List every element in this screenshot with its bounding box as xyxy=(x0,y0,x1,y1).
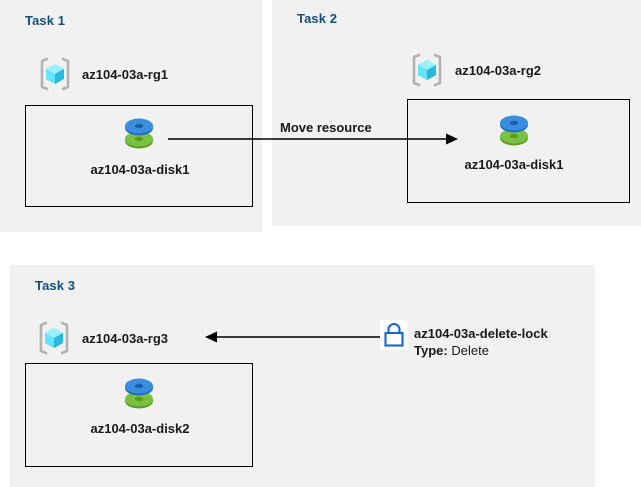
panel-task-2 xyxy=(272,0,641,226)
resource-group-label: az104-03a-rg1 xyxy=(82,67,168,82)
lock-icon xyxy=(380,320,408,350)
task-3-title: Task 3 xyxy=(35,278,76,293)
resource-group-icon xyxy=(36,320,72,356)
move-resource-label: Move resource xyxy=(280,120,372,135)
lock-name-label: az104-03a-delete-lock xyxy=(414,326,548,341)
task-1-title: Task 1 xyxy=(25,13,66,28)
resource-group-label: az104-03a-rg3 xyxy=(82,331,168,346)
lock-type-value: Delete xyxy=(451,343,489,358)
move-resource-arrow xyxy=(168,120,460,160)
disk-icon xyxy=(494,110,534,152)
disk-icon xyxy=(119,373,159,415)
task-2-title: Task 2 xyxy=(297,11,338,26)
lock-target-arrow xyxy=(205,326,380,348)
panel-task-1 xyxy=(0,0,262,232)
lock-type-row: Type: Delete xyxy=(414,343,489,358)
resource-group-label: az104-03a-rg2 xyxy=(455,63,541,78)
disk-label: az104-03a-disk1 xyxy=(90,162,190,177)
resource-group-box-2 xyxy=(407,99,630,203)
lock-type-key: Type: xyxy=(414,343,448,358)
resource-group-icon xyxy=(37,56,73,92)
panel-task-3 xyxy=(10,265,595,487)
resource-group-box-3 xyxy=(25,363,253,467)
resource-group-box-1 xyxy=(25,105,253,207)
resource-group-icon xyxy=(409,52,445,88)
disk-icon xyxy=(119,113,159,155)
disk-label: az104-03a-disk2 xyxy=(90,421,190,436)
disk-label: az104-03a-disk1 xyxy=(464,157,564,172)
